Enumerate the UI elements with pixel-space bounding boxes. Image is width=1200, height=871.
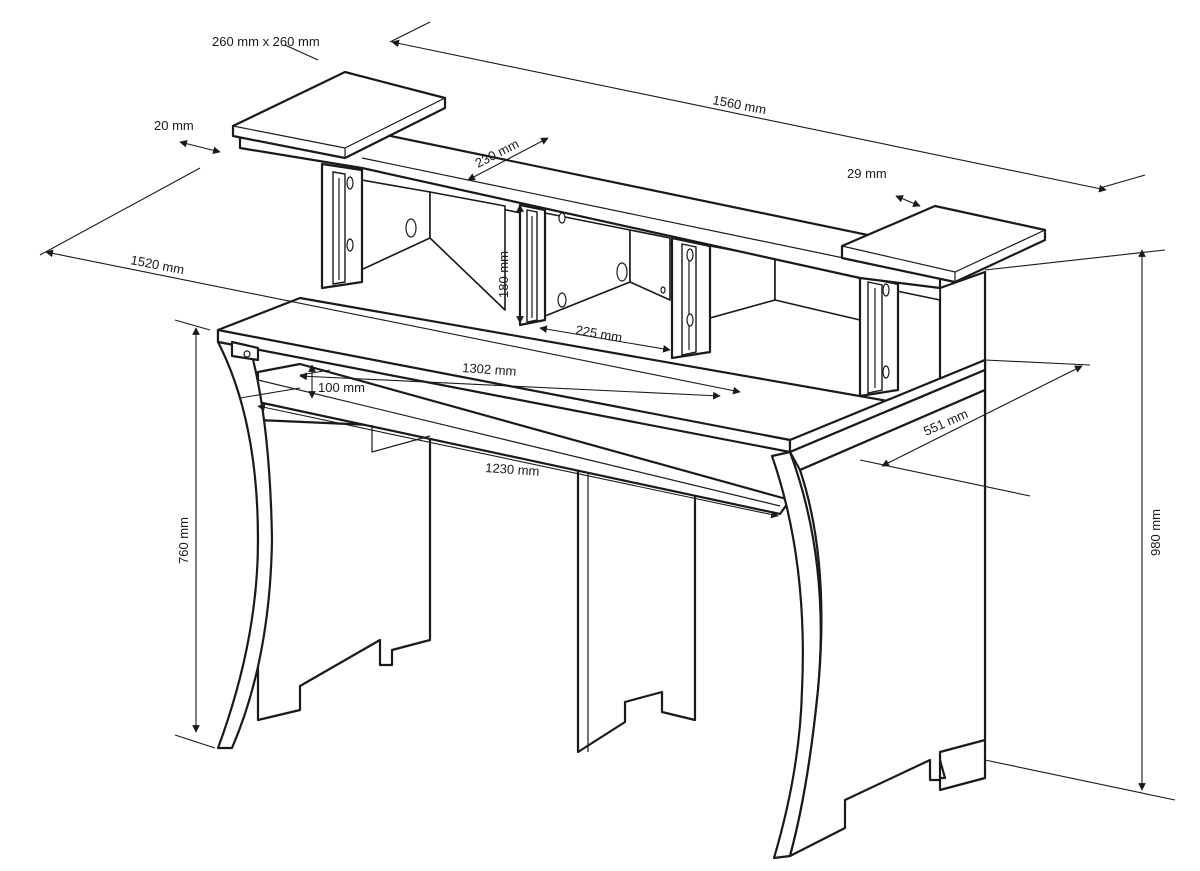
- dimension-arrows: [45, 39, 1146, 791]
- middle-support-panel: [576, 466, 697, 754]
- label-drawer-height: 100 mm: [318, 380, 365, 395]
- label-shelf-size: 260 mm x 260 mm: [212, 34, 320, 49]
- label-compartment: 225 mm: [574, 322, 623, 345]
- label-total-height: 980 mm: [1148, 509, 1163, 556]
- label-desk-height: 760 mm: [176, 517, 191, 564]
- label-upper-height: 180 mm: [496, 251, 511, 298]
- right-riser-board: [840, 204, 1047, 284]
- extension-lines: [39, 21, 1176, 801]
- left-back-panel: [256, 418, 432, 722]
- label-side-gap: 29 mm: [847, 166, 887, 181]
- label-inner-width: 1230 mm: [485, 460, 540, 479]
- label-width-1520: 1520 mm: [129, 252, 185, 277]
- label-top-width: 1302 mm: [462, 360, 517, 379]
- label-thickness: 20 mm: [154, 118, 194, 133]
- upper-divider-4: [858, 274, 900, 398]
